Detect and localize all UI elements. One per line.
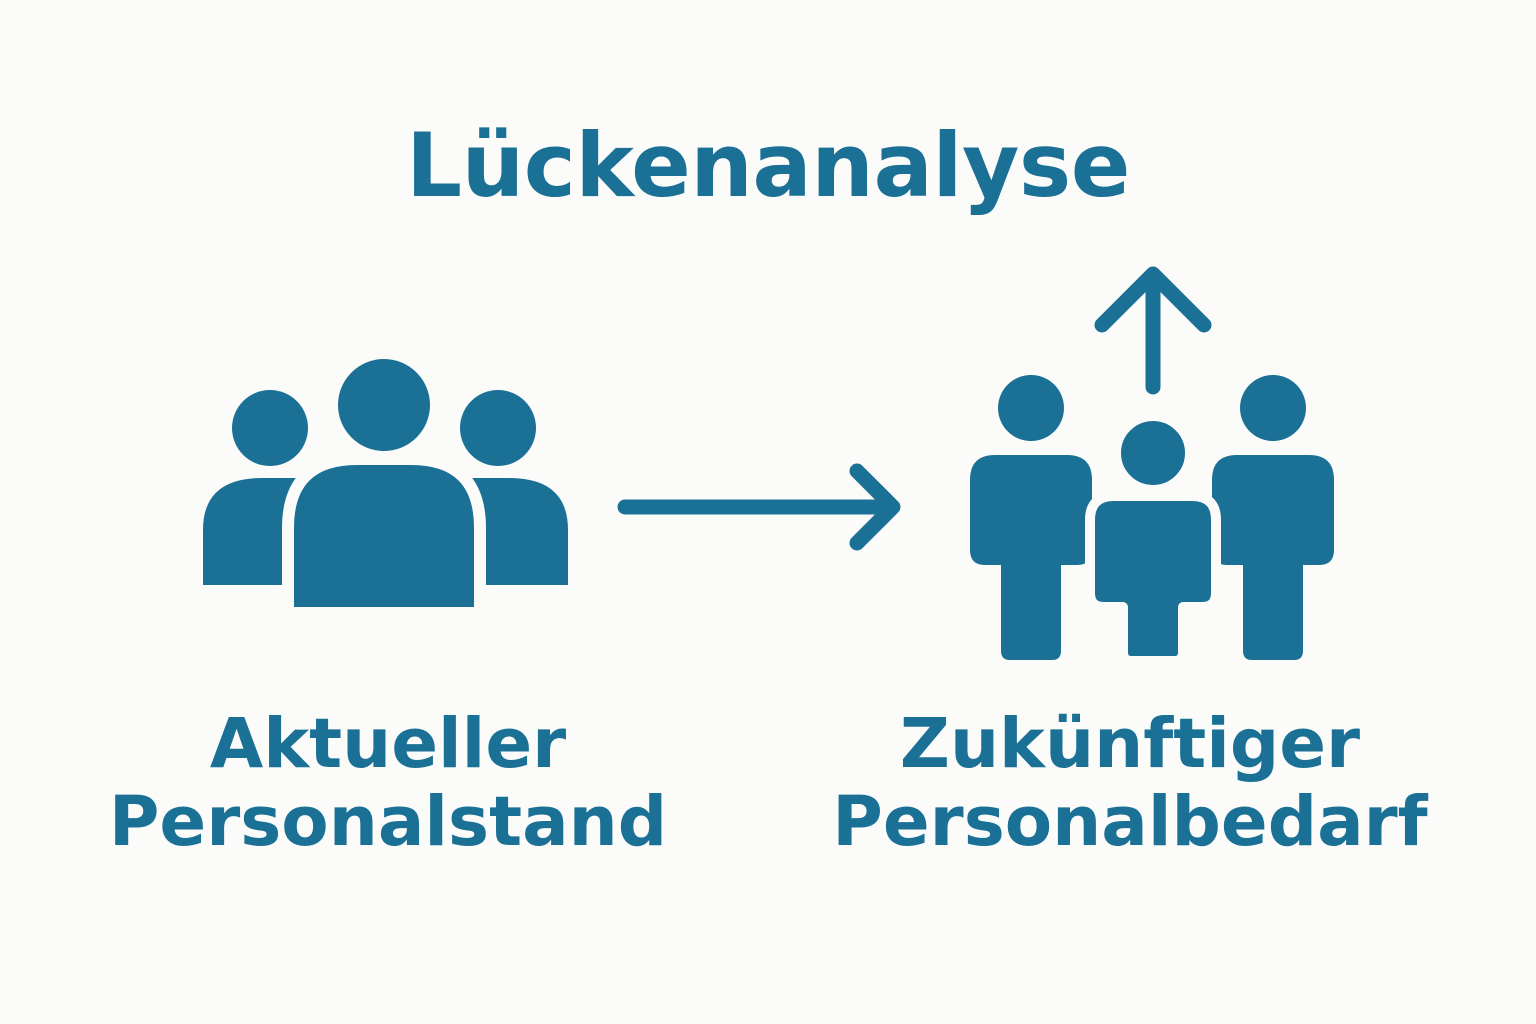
current-staff-label: Aktueller Personalstand [88,705,688,861]
page-title: Lückenanalyse [406,114,1130,217]
future-demand-label-line1: Zukünftiger [899,704,1361,784]
current-staff-label-line1: Aktueller [209,704,567,784]
future-demand-label-line2: Personalbedarf [832,782,1428,862]
future-demand-label: Zukünftiger Personalbedarf [830,705,1430,861]
current-staff-label-line2: Personalstand [108,782,668,862]
